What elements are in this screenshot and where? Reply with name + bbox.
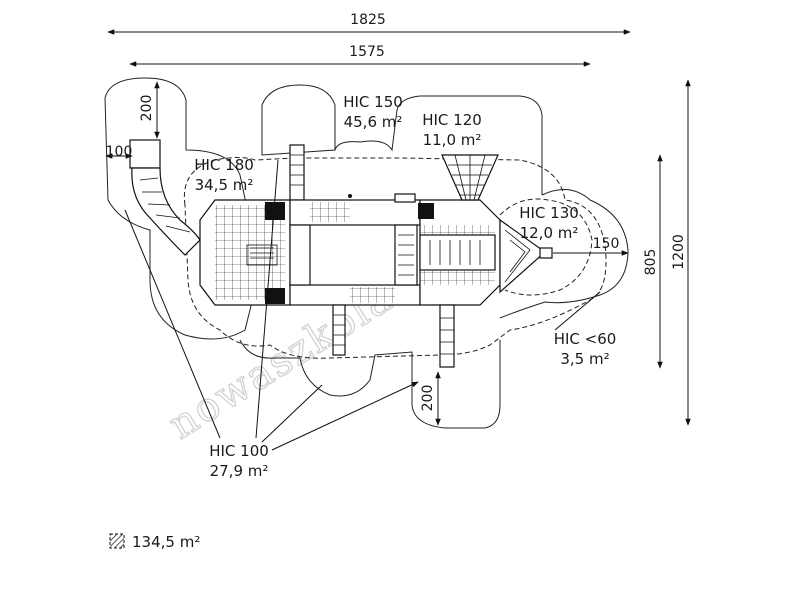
hic-100-label: HIC 100: [209, 442, 269, 460]
hic-120-area: 11,0 m²: [423, 131, 482, 149]
hic-100-area: 27,9 m²: [210, 462, 269, 480]
hic-120-label: HIC 120: [422, 111, 482, 129]
dimension-lines: 1825 1575 1200 805 200 100 150 200: [105, 12, 691, 426]
hic-60-label: HIC <60: [554, 330, 617, 348]
legend: 134,5 m²: [109, 533, 200, 551]
legend-hatch-icon: [109, 533, 125, 549]
ladder-bottom-left: [332, 304, 346, 356]
dim-slide-width: 100: [106, 144, 133, 160]
zone-hic-150-120: [334, 95, 543, 195]
leader-lines: [124, 159, 601, 451]
hic-130-label: HIC 130: [519, 204, 579, 222]
dim-top-inner: 1575: [349, 44, 385, 60]
slide-top-platform: [129, 139, 161, 169]
dim-stair-length: 200: [420, 385, 436, 412]
dim-right-exit: 150: [593, 236, 620, 252]
hic-150-label: HIC 150: [343, 93, 403, 111]
tube-slide: [131, 167, 201, 256]
zone-bottom: [239, 339, 501, 429]
legend-total-area: 134,5 m²: [132, 533, 200, 551]
hic-180-area: 34,5 m²: [195, 176, 254, 194]
dim-right-outer: 1200: [671, 234, 687, 270]
ladder-bottom-right: [439, 304, 455, 368]
hic-150-area: 45,6 m²: [344, 113, 403, 131]
dim-top-outer: 1825: [350, 12, 386, 28]
hic-60-area: 3,5 m²: [560, 350, 609, 368]
zone-labels: HIC 180 34,5 m² HIC 150 45,6 m² HIC 120 …: [194, 93, 616, 480]
ladder-top-left: [289, 144, 305, 201]
play-structure: [129, 139, 553, 368]
zone-dashed-right: [499, 198, 593, 296]
dim-right-inner: 805: [643, 249, 659, 276]
zone-top-center: [261, 84, 336, 156]
central-frame-top: [289, 199, 421, 226]
zone-right-cloud: [499, 189, 629, 319]
hic-130-area: 12,0 m²: [520, 224, 579, 242]
bow-tip: [539, 247, 553, 259]
dim-slide-height: 200: [139, 95, 155, 122]
hic-180-label: HIC 180: [194, 156, 254, 174]
